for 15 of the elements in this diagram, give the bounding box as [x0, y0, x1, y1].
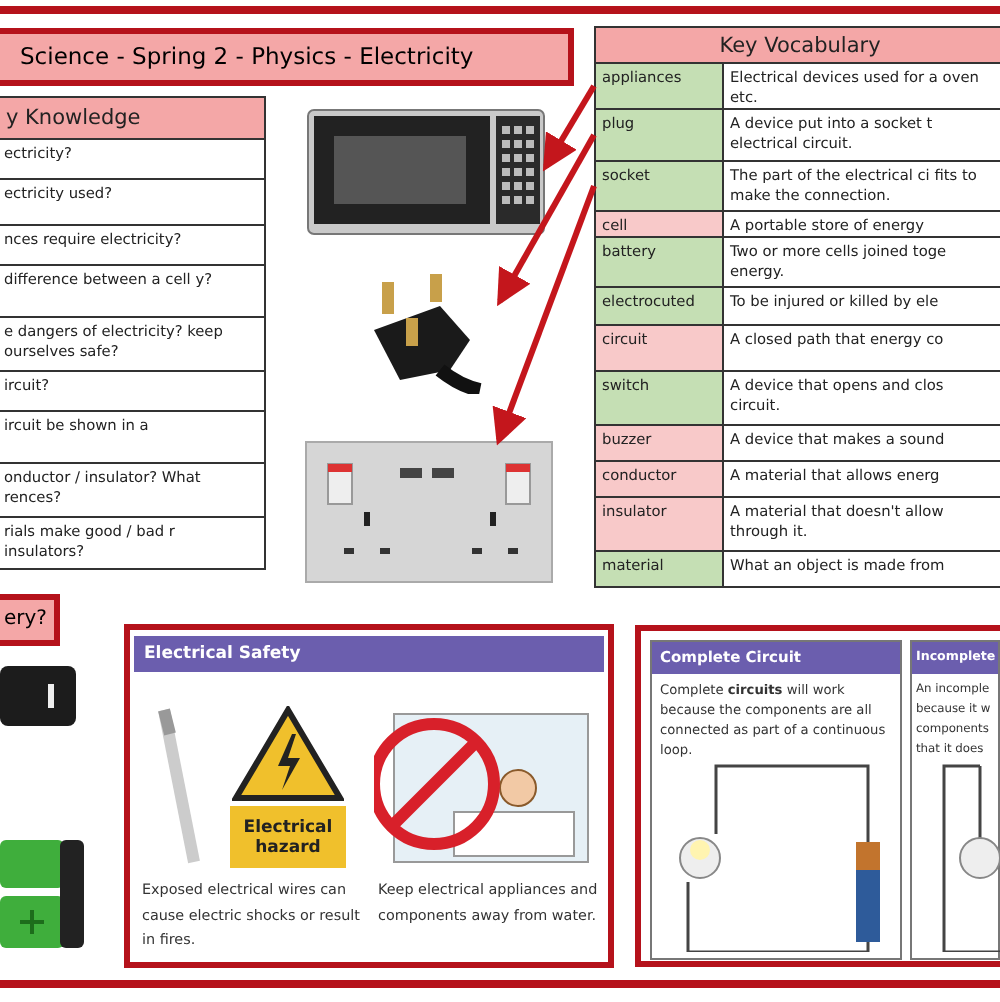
table-header: Key Vocabulary [594, 26, 1000, 64]
hazard-sign-label: Electrical hazard [230, 806, 346, 868]
table-header: y Knowledge [0, 96, 266, 140]
title-banner [0, 28, 574, 86]
info-panel [910, 640, 1000, 960]
panel-header: Electrical Safety [134, 636, 604, 672]
question-box [0, 594, 60, 646]
microwave-drawing [306, 106, 546, 240]
page-title: Science - Spring 2 - Physics - Electricity [20, 40, 474, 72]
wall-socket-drawing [304, 440, 554, 584]
arrow [492, 184, 597, 446]
arrow [497, 133, 597, 307]
question-text: ery? [4, 606, 47, 634]
info-panel [650, 640, 902, 960]
info-panel [124, 624, 614, 968]
